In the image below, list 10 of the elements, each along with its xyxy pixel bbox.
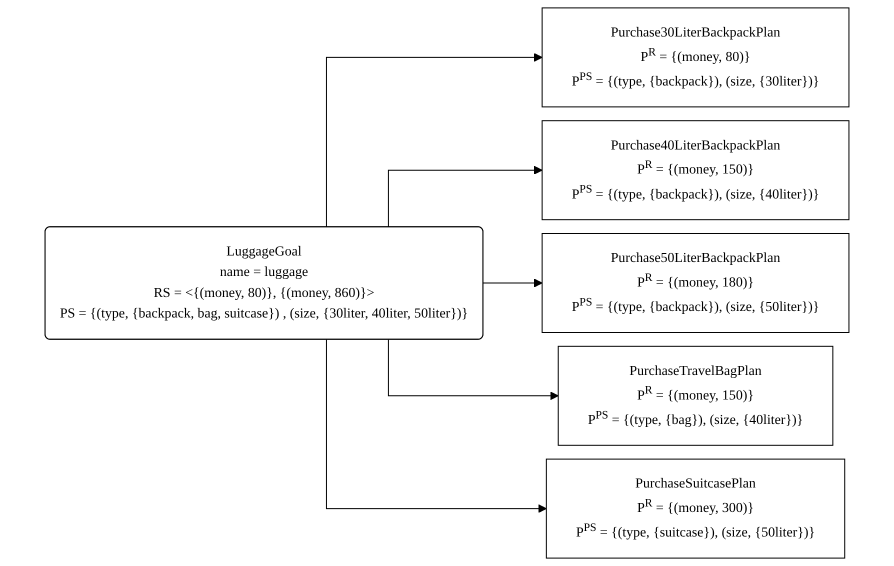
arrow <box>326 53 543 228</box>
arrow <box>482 278 543 288</box>
arrow <box>388 339 559 400</box>
node-box: Purchase50LiterBackpackPlan P$^{R}$ = {(money, 180)} P$^{PS}$ = {(type, {backpack}), (size, {50liter})} <box>542 233 850 333</box>
node-box: Purchase40LiterBackpackPlan P$^{R}$ = {(money, 150)} P$^{PS}$ = {(type, {backpack}), (size, {40liter})} <box>542 120 850 220</box>
arrow <box>388 166 543 228</box>
arrow <box>326 339 547 513</box>
node-box: Purchase30LiterBackpackPlan P$^{R}$ = {(money, 80)} P$^{PS}$ = {(type, {backpack}), (size, {30liter})} <box>542 7 850 108</box>
node-box: PurchaseSuitcasePlan P$^{R}$ = {(money, 300)} P$^{PS}$ = {(type, {suitcase}), (size, {50liter})} <box>546 458 846 559</box>
node-box: PurchaseTravelBagPlan P$^{R}$ = {(money, 150)} P$^{PS}$ = {(type, {bag}), (size, {40liter})} <box>558 346 834 446</box>
